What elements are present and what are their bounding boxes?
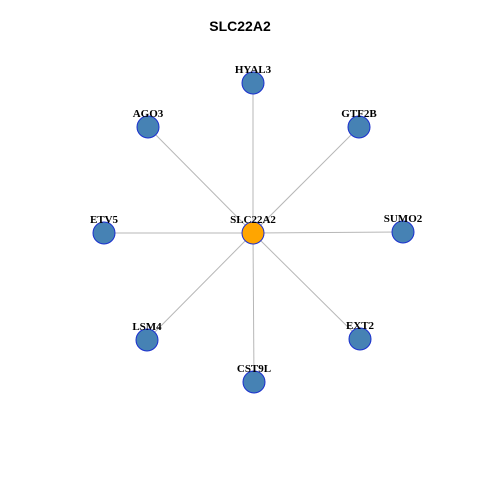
diagram-title: SLC22A2 — [209, 18, 271, 34]
node-ext2-node[interactable] — [348, 327, 372, 351]
node-ext2-label: EXT2 — [346, 320, 375, 332]
center-slc22a2-node[interactable] — [241, 221, 265, 245]
node-etv5-node[interactable] — [92, 221, 116, 245]
edge-sumo2 — [252, 231, 404, 234]
node-sumo2-node[interactable] — [391, 220, 415, 244]
node-cst9l-node[interactable] — [242, 370, 266, 394]
node-layer — [92, 71, 415, 394]
edge-cst9l — [252, 232, 255, 383]
edge-lsm4 — [146, 232, 254, 341]
node-cst9l-label: CST9L — [237, 363, 271, 375]
node-sumo2-label: SUMO2 — [384, 213, 423, 225]
edge-ext2 — [252, 232, 361, 340]
edge-ago3 — [147, 126, 254, 234]
node-ago3-node[interactable] — [136, 115, 160, 139]
node-gtf2b-node[interactable] — [347, 115, 371, 139]
edge-gtf2b — [252, 126, 360, 234]
node-gtf2b-label: GTF2B — [341, 108, 377, 120]
node-ago3-label: AGO3 — [133, 108, 164, 120]
node-hyal3-label: HYAL3 — [235, 64, 272, 76]
node-etv5-label: ETV5 — [90, 214, 119, 226]
center-slc22a2-label: SLC22A2 — [230, 214, 276, 226]
node-lsm4-node[interactable] — [135, 328, 159, 352]
node-hyal3-node[interactable] — [241, 71, 265, 95]
edge-layer — [104, 83, 404, 383]
node-lsm4-label: LSM4 — [132, 321, 162, 333]
